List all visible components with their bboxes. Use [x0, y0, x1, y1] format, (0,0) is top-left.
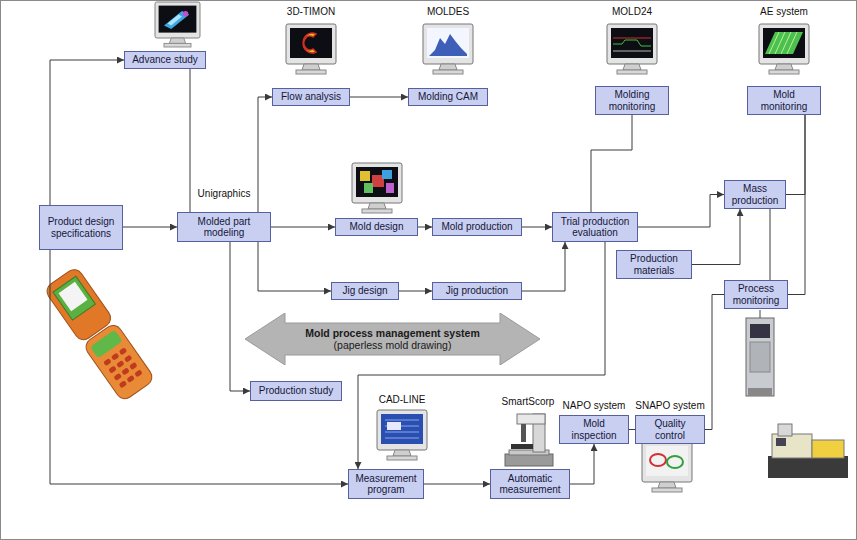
connector-arrow [522, 227, 552, 228]
monitor-icon [759, 24, 809, 74]
leader-line [760, 310, 761, 318]
box-label: Production study [259, 385, 334, 397]
box-label: Molding CAM [418, 91, 478, 103]
process-box: Molding monitoring [595, 86, 669, 115]
box-label: Measurement program [352, 473, 420, 496]
connector-arrow [350, 97, 408, 98]
connector-line [190, 69, 191, 212]
connector-arrow [258, 97, 272, 212]
process-box: Automatic measurement [490, 469, 570, 499]
process-box: Advance study [124, 51, 206, 69]
process-box: Quality control [635, 415, 705, 444]
box-label: Molding monitoring [599, 89, 665, 112]
connector-arrow [50, 60, 124, 205]
connector-line [591, 115, 632, 212]
process-box: Mold monitoring [747, 86, 821, 115]
system-name: SmartScorp [502, 396, 555, 408]
connector-arrow [50, 250, 348, 484]
box-label: Flow analysis [281, 91, 341, 103]
monitor-icon [423, 24, 473, 74]
system-name: MOLD24 [612, 6, 652, 18]
system-name: 3D-TIMON [287, 6, 335, 18]
connector-arrow [418, 227, 432, 228]
band-arrow: Mold process management system(paperless… [245, 313, 540, 365]
connector-line [786, 115, 805, 195]
monitor-icon [377, 410, 427, 460]
box-label: Mass production [728, 183, 782, 206]
connector-line [705, 295, 724, 430]
connector-arrow [399, 291, 432, 292]
process-box: Production materials [616, 250, 692, 279]
monitor-icon [352, 163, 402, 213]
monitor-icon [642, 442, 692, 492]
band-subtitle: (paperless mold drawing) [334, 339, 452, 351]
connector-arrow [258, 242, 331, 291]
system-name: Unigraphics [198, 188, 251, 200]
connector-arrow [692, 209, 740, 265]
box-label: Automatic measurement [494, 473, 566, 496]
system-name: MOLDES [427, 6, 469, 18]
process-box: Mold production [432, 218, 522, 236]
process-box: Process monitoring [724, 280, 788, 309]
process-box: Mold design [335, 218, 418, 236]
connector-arrow [271, 227, 335, 228]
connector-line [770, 209, 771, 280]
box-label: Mold inspection [563, 418, 625, 441]
monitor-icon [286, 24, 336, 74]
measuring-machine [505, 414, 553, 466]
box-label: Advance study [132, 54, 198, 66]
box-label: Jig production [446, 285, 508, 297]
process-box: Mold inspection [559, 415, 629, 444]
monitor-icon [607, 24, 657, 74]
connector-arrow [522, 242, 565, 291]
band-heading: Mold process management system [305, 327, 479, 339]
process-box: Product design specifications [39, 205, 123, 250]
connector-arrow [123, 227, 177, 228]
phone-illustration [43, 266, 155, 402]
connector-arrow [424, 484, 490, 485]
box-label: Process monitoring [728, 283, 784, 306]
connector-arrow [638, 195, 724, 228]
system-name: NAPO system [563, 400, 626, 412]
box-label: Mold production [441, 221, 512, 233]
box-label: Mold monitoring [751, 89, 817, 112]
process-box: Molding CAM [408, 88, 488, 106]
connector-arrow [230, 242, 250, 391]
process-box: Measurement program [348, 469, 424, 499]
process-box: Mass production [724, 180, 786, 209]
box-label: Molded part modeling [181, 216, 267, 239]
box-label: Mold design [350, 221, 404, 233]
process-box: Trial production evaluation [552, 212, 638, 242]
system-name: CAD-LINE [379, 394, 426, 406]
box-label: Production materials [620, 253, 688, 276]
system-name: SNAPO system [635, 400, 704, 412]
process-box: Jig design [331, 282, 399, 300]
process-box: Jig production [432, 282, 522, 300]
process-box: Flow analysis [272, 88, 350, 106]
box-label: Product design specifications [43, 216, 119, 239]
box-label: Jig design [342, 285, 387, 297]
process-box: Production study [250, 381, 342, 401]
process-box: Molded part modeling [177, 212, 271, 242]
box-label: Quality control [639, 418, 701, 441]
molding-machine [768, 424, 848, 478]
box-label: Trial production evaluation [556, 216, 634, 239]
monitor-icon [155, 2, 200, 47]
system-name: AE system [760, 6, 808, 18]
connector-line [788, 115, 805, 295]
connector-arrow [570, 444, 594, 484]
control-cabinet [746, 318, 774, 396]
